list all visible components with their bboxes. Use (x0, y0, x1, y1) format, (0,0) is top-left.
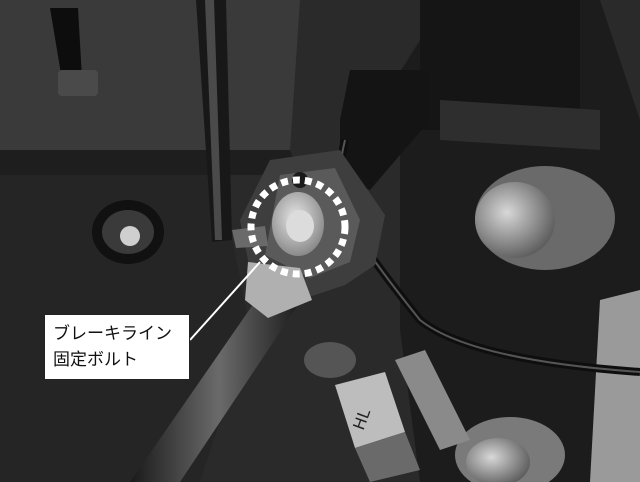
highlight-circle (247, 176, 349, 278)
callout-line-1: ブレーキライン (53, 324, 172, 344)
brake-hose (130, 280, 308, 482)
callout-leader-line (189, 261, 261, 341)
callout-line-2: 固定ボルト (53, 350, 138, 370)
frame-panel-top (0, 0, 300, 150)
callout-label: ブレーキライン 固定ボルト (44, 314, 190, 380)
connector-label (335, 372, 405, 448)
